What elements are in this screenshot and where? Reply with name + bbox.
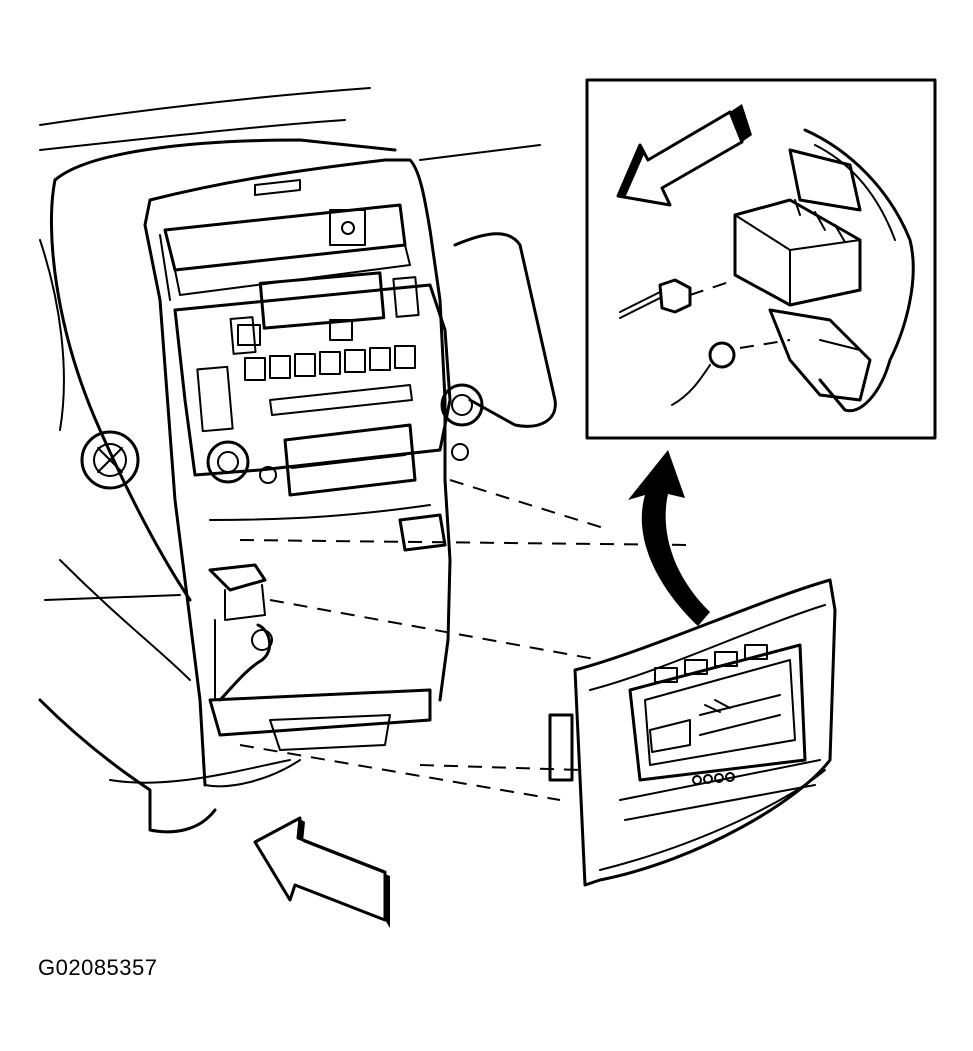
vent-icon: [80, 430, 140, 490]
rotate-up-arrow-icon: [628, 450, 710, 626]
inset-arrow-icon: [616, 104, 752, 207]
alignment-guides: [239, 479, 691, 801]
side-trim-panel: [453, 232, 557, 428]
push-arrow-icon: [253, 816, 390, 928]
dashboard-outline: [38, 87, 541, 834]
radio-face: [173, 271, 484, 497]
upper-storage-pocket: [163, 179, 411, 296]
lower-bracket: [208, 513, 447, 621]
volume-knob-icon: [206, 440, 250, 484]
removed-faceplate: [548, 578, 837, 887]
wiring-harness: [214, 619, 273, 702]
figure-id-label: G02085357: [38, 955, 158, 980]
center-stack-frame: [143, 158, 452, 788]
detail-inset: [585, 78, 937, 440]
preset-buttons: [237, 319, 416, 381]
